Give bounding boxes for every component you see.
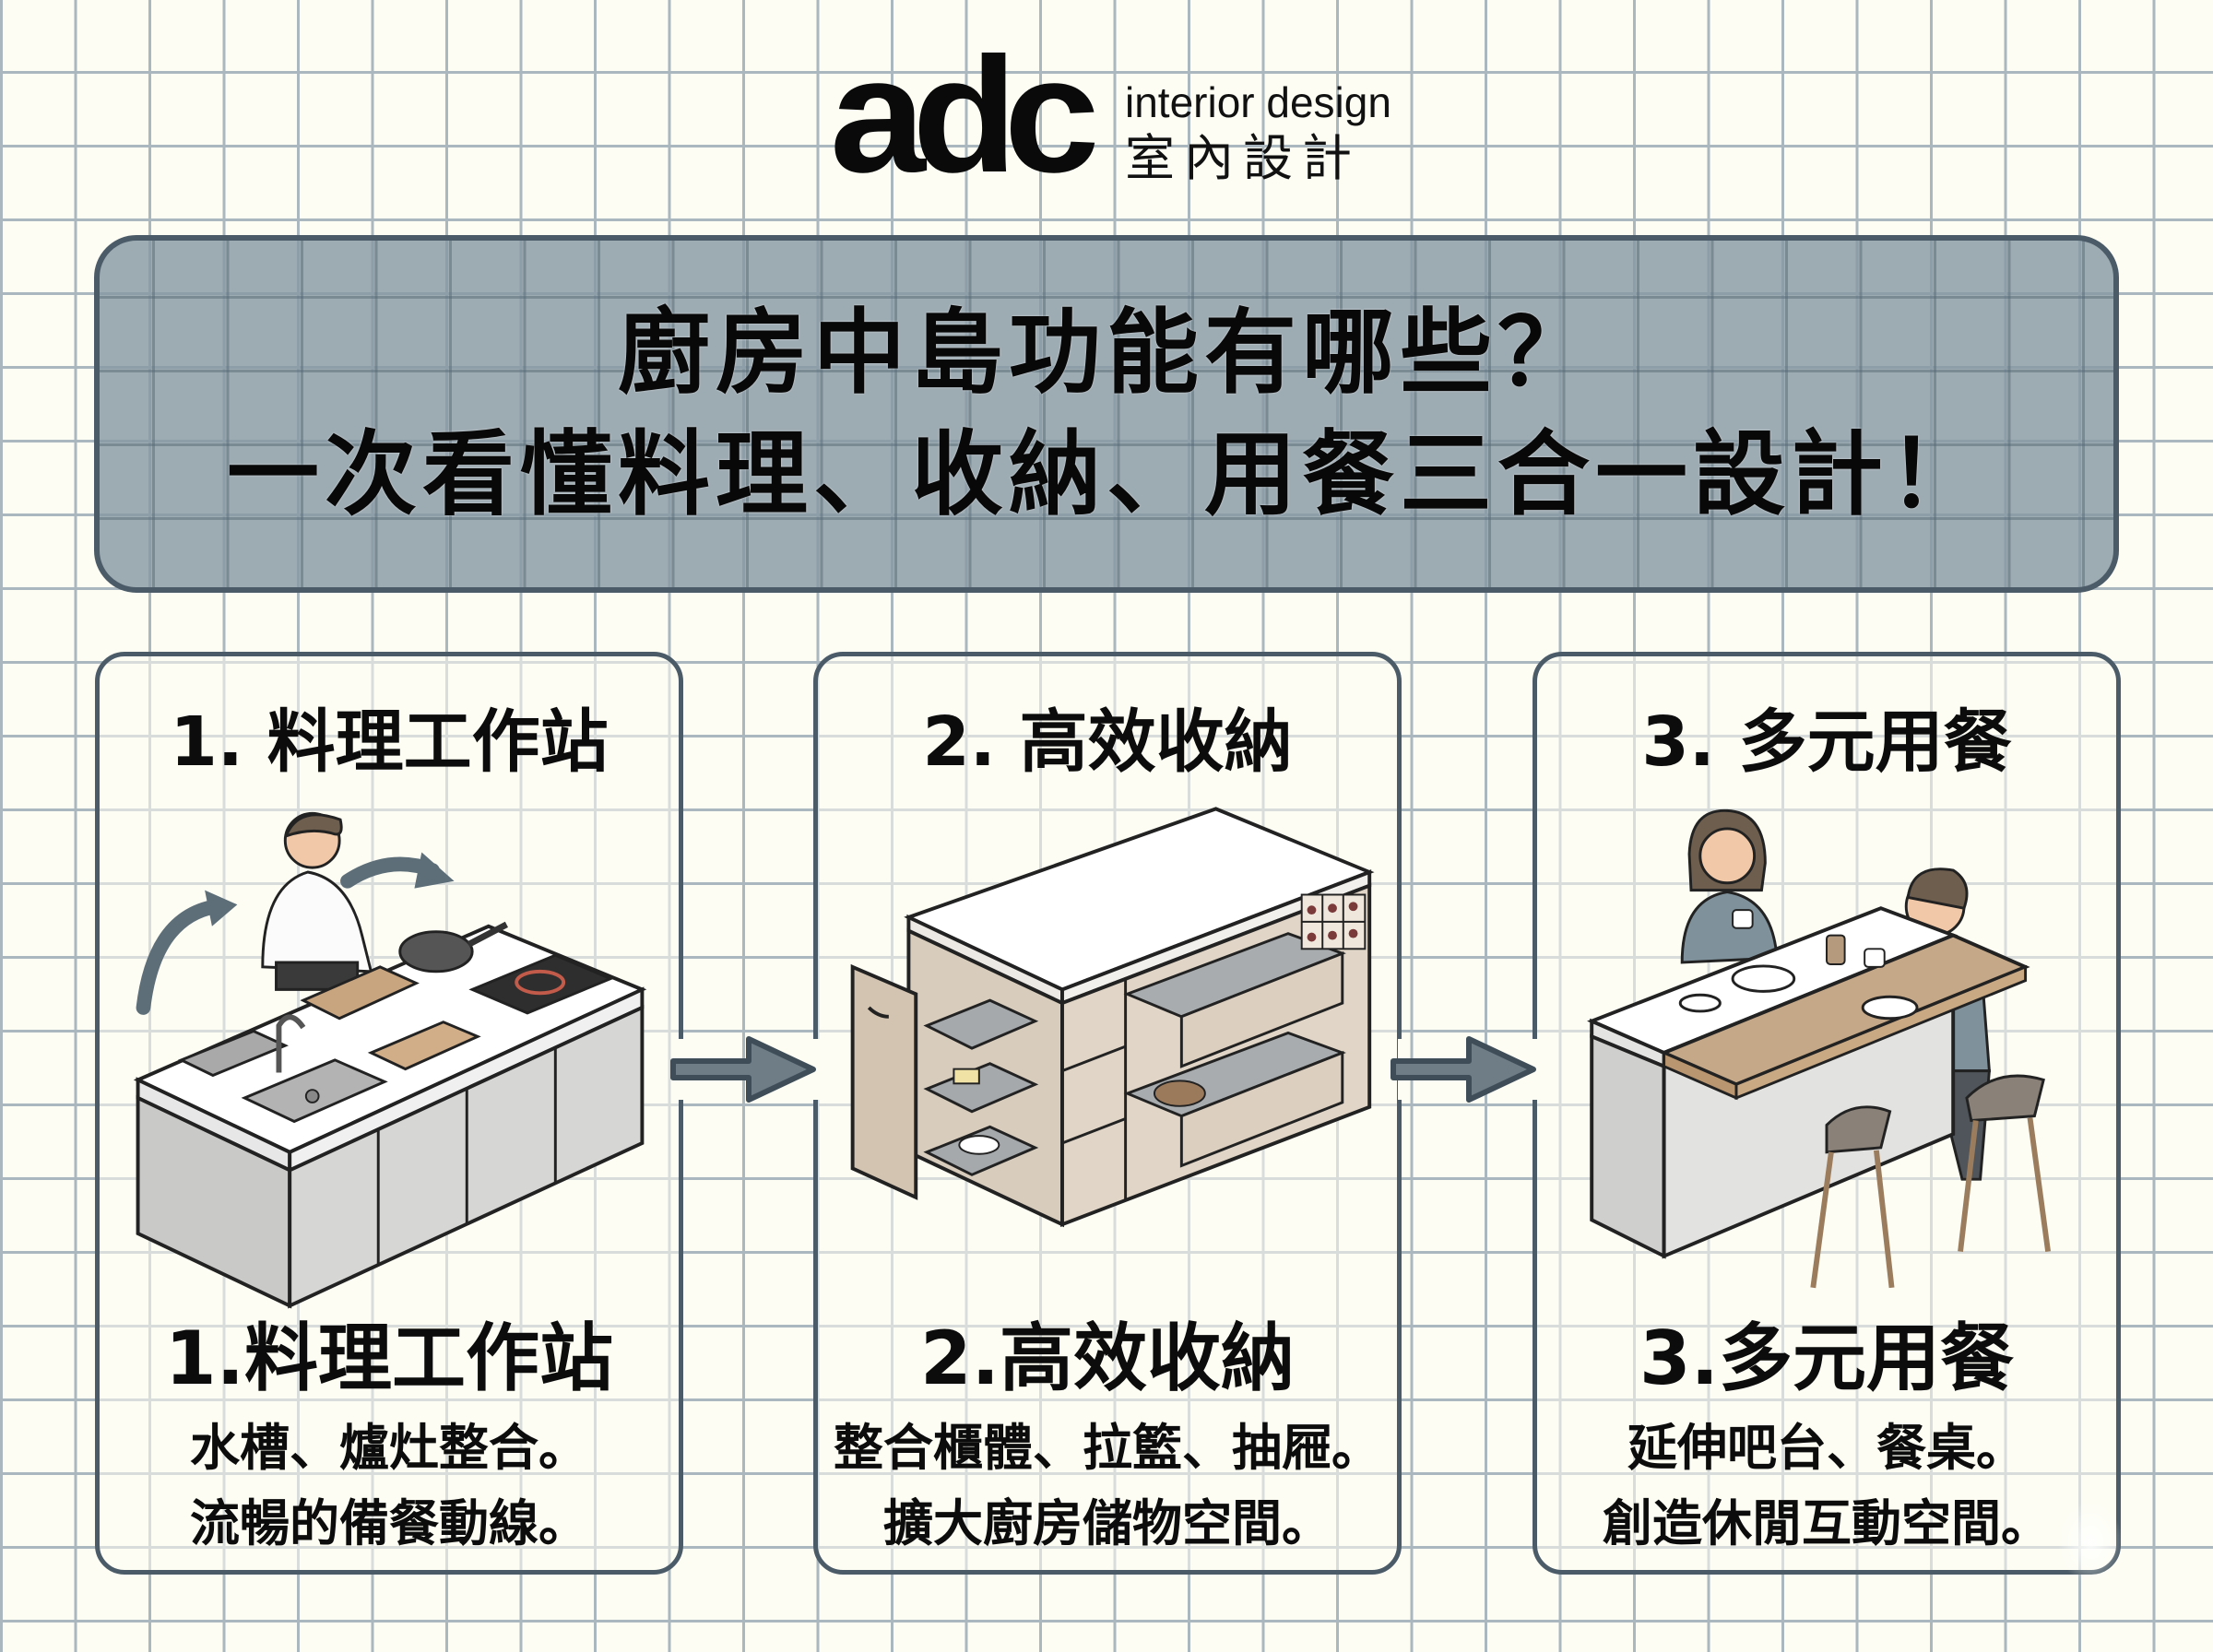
brand-logo: adc interior design 室內設計 (830, 23, 1402, 206)
card-body: 延伸吧台、餐桌。 創造休閒互動空間。 (1537, 1410, 2116, 1562)
card-cooking-station: 1. 料理工作站 (95, 652, 683, 1575)
flow-curve-arrow-icon (136, 899, 223, 1015)
chef-kitchen-island-illustration (118, 795, 660, 1311)
card-subheading: 2.高效收納 (919, 1316, 1296, 1401)
card-heading: 2. 高效收納 (922, 702, 1293, 782)
card-body-line-2: 流暢的備餐動線。 (190, 1494, 588, 1552)
title-line-2: 一次看懂料理、收納、用餐三合一設計！ (227, 420, 1986, 528)
card-body: 整合櫃體、拉籃、抽屜。 擴大廚房儲物空間。 (818, 1410, 1397, 1562)
right-arrow-icon (1391, 1036, 1536, 1103)
card-versatile-dining: 3. 多元用餐 (1533, 652, 2121, 1575)
card-body-line-2: 擴大廚房儲物空間。 (883, 1494, 1331, 1552)
logo-tagline-zh: 室內設計 (1125, 129, 1361, 187)
card-subheading: 1.料理工作站 (164, 1316, 614, 1401)
logo-tagline-en: interior design (1125, 78, 1391, 126)
logo-mark: adc (830, 23, 1100, 206)
card-body-line-1: 延伸吧台、餐桌。 (1627, 1419, 2026, 1477)
title-line-1: 廚房中島功能有哪些？ (618, 299, 1595, 407)
dining-bar-illustration (1556, 795, 2098, 1311)
card-body-line-2: 創造休閒互動空間。 (1603, 1494, 2051, 1552)
right-arrow-icon (670, 1036, 816, 1103)
card-body: 水槽、爐灶整合。 流暢的備餐動線。 (100, 1410, 679, 1562)
title-panel: 廚房中島功能有哪些？ 一次看懂料理、收納、用餐三合一設計！ (94, 235, 2119, 593)
watermark (2058, 1501, 2123, 1584)
card-efficient-storage: 2. 高效收納 (813, 652, 1402, 1575)
card-heading: 1. 料理工作站 (170, 702, 609, 782)
card-heading: 3. 多元用餐 (1641, 702, 2012, 782)
card-subheading: 3.多元用餐 (1639, 1316, 2015, 1401)
storage-island-illustration (836, 795, 1379, 1311)
card-body-line-1: 水槽、爐灶整合。 (190, 1419, 588, 1477)
card-body-line-1: 整合櫃體、拉籃、抽屜。 (834, 1419, 1381, 1477)
